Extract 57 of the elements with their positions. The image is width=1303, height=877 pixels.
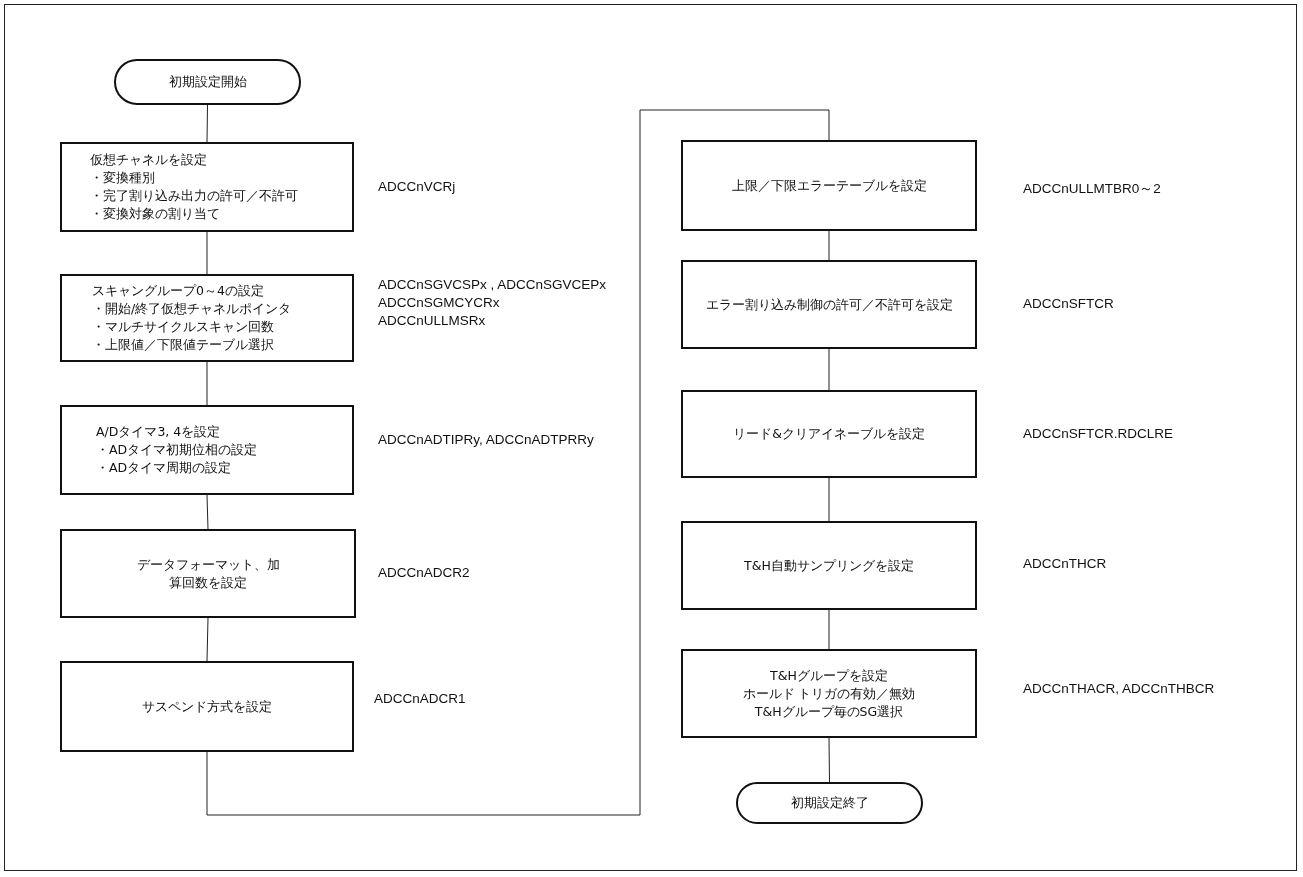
register-name: ADCCnVCRj: [378, 178, 456, 196]
register-name: ADCCnSGVCSPx , ADCCnSGVCEPx: [378, 276, 607, 294]
step-text: 初期設定開始: [168, 73, 247, 91]
register-name: ADCCnULLMTBR0～2: [1023, 180, 1161, 198]
process-box: [681, 140, 977, 231]
step-text: データフォーマット、加算回数を設定: [135, 555, 281, 592]
step-heading: A/Dタイマ3, 4を設定: [96, 423, 221, 441]
step-text: エラー割り込み制御の許可／不許可を設定: [705, 295, 953, 314]
terminal-shape: [114, 59, 301, 105]
step-heading: スキャングループ0～4の設定: [92, 282, 264, 300]
process-box: [681, 649, 977, 738]
step-heading: 仮想チャネルを設定: [90, 151, 207, 169]
terminal-shape: [736, 782, 923, 824]
connector-line: [206, 109, 830, 816]
register-name: ADCCnTHACR, ADCCnTHBCR: [1023, 680, 1215, 698]
connector-line: [206, 617, 209, 662]
step-text: ・マルチサイクルスキャン回数: [92, 318, 274, 336]
step-text: ・開始/終了仮想チャネルポインタ: [92, 300, 292, 318]
connector-line: [828, 737, 830, 783]
step-text: サスペンド方式を設定: [142, 697, 272, 716]
register-name: ADCCnULLMSRx: [378, 312, 487, 330]
process-box: [60, 661, 354, 752]
register-name: ADCCnADCR2: [378, 564, 470, 582]
process-box: [60, 142, 354, 232]
step-text: ・ADタイマ初期位相の設定: [96, 441, 258, 459]
step-text: ・ADタイマ周期の設定: [96, 459, 232, 477]
step-heading: T&Hグループを設定: [770, 666, 888, 685]
step-text: ホールド トリガの有効／無効: [742, 684, 916, 703]
process-box: [681, 521, 977, 610]
connector-line: [828, 230, 830, 261]
connector-line: [206, 231, 208, 275]
connector-line: [828, 477, 830, 522]
process-box: [60, 529, 356, 618]
step-text: ・変換対象の割り当て: [90, 205, 220, 223]
process-box: [60, 405, 354, 495]
process-box: [60, 274, 354, 362]
connector-line: [828, 609, 830, 650]
process-box: [681, 390, 977, 478]
step-text: ・上限値／下限値テーブル選択: [92, 336, 274, 354]
register-name: ADCCnSFTCR.RDCLRE: [1023, 425, 1174, 443]
step-text: ・完了割り込み出力の許可／不許可: [90, 187, 298, 205]
connector-line: [828, 348, 830, 391]
register-name: ADCCnTHCR: [1023, 555, 1107, 573]
register-name: ADCCnSGMCYCRx: [378, 294, 501, 312]
register-name: ADCCnADCR1: [374, 690, 466, 708]
step-text: リード&クリアイネーブルを設定: [733, 425, 925, 443]
register-name: ADCCnADTIPRy, ADCCnADTPRRy: [378, 431, 594, 449]
step-text: ・変換種別: [90, 169, 155, 187]
connector-line: [206, 361, 208, 406]
step-text: T&Hグループ毎のSG選択: [754, 702, 904, 721]
process-box: [681, 260, 977, 349]
register-name: ADCCnSFTCR: [1023, 295, 1114, 313]
connector-line: [206, 104, 208, 143]
connector-line: [206, 494, 209, 530]
step-text: 上限／下限エラーテーブルを設定: [731, 176, 927, 195]
step-text: 初期設定終了: [790, 794, 869, 812]
step-text: T&H自動サンプリングを設定: [744, 556, 914, 575]
